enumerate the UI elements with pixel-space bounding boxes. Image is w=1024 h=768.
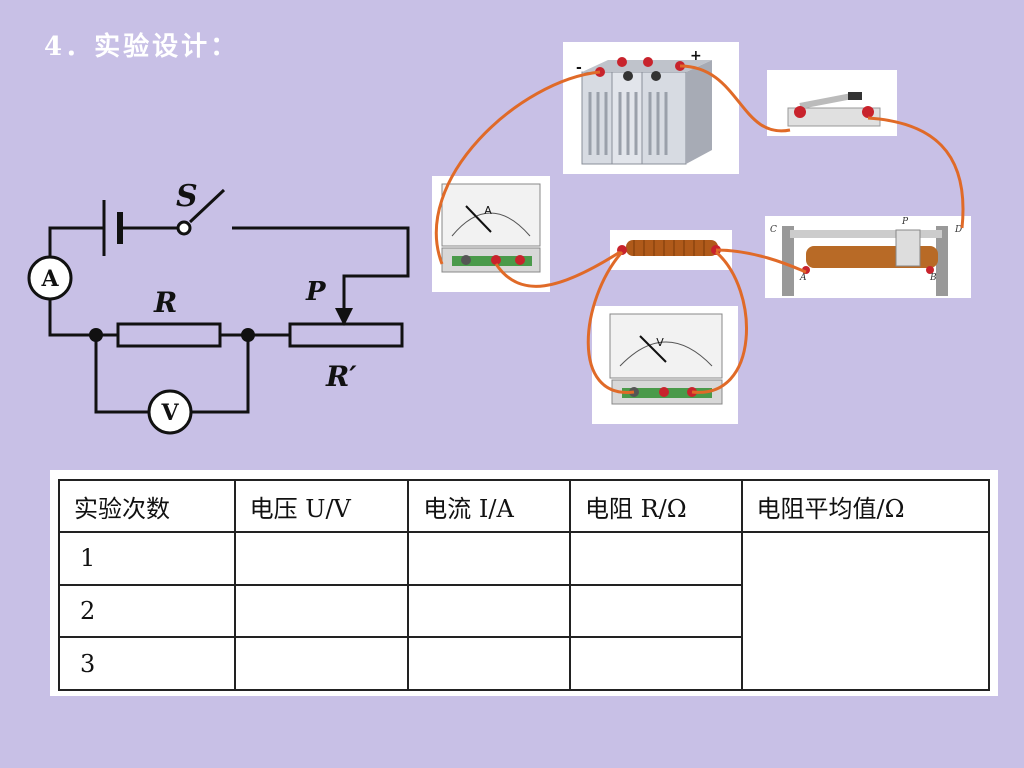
rheostat-terminal-p: P [901,217,909,227]
battery-pack [581,57,712,165]
switch-label: S [176,179,198,214]
table-row: 3 [58,636,989,691]
rheostat-terminal-a: A [799,273,807,283]
data-table-card: 实验次数 电压 U/V 电流 I/A 电阻 R/Ω 电阻平均值/Ω 1 2 3 [50,470,998,696]
average-resistance-cell[interactable] [740,531,991,691]
rheostat-terminal-c: C [770,225,777,235]
table-row: 1 [58,531,991,691]
battery-minus-label: - [576,60,582,76]
header-trial-number: 实验次数 [58,479,236,533]
trial-number-cell: 2 [58,583,236,639]
slider-label: P [305,277,327,307]
voltage-cell[interactable] [233,636,410,691]
voltmeter-symbol-label: V [160,400,179,426]
ammeter-symbol-label: A [40,266,59,292]
current-cell[interactable] [407,636,571,691]
ammeter-device [441,183,541,273]
table-header-row: 实验次数 电压 U/V 电流 I/A 电阻 R/Ω 电阻平均值/Ω [58,479,991,533]
apparatus-wiring: - + A C D A [432,42,971,424]
resistance-cell[interactable] [568,583,743,639]
section-heading: 4．实验设计： [44,32,240,62]
current-cell[interactable] [407,531,571,586]
voltmeter-device [609,313,723,405]
voltmeter-dial-letter: V [656,336,664,349]
trial-number-cell: 1 [58,531,236,586]
rheostat-device [782,226,948,296]
fixed-resistor-device [617,240,721,256]
trial-number-cell: 3 [58,636,236,691]
header-resistance: 电阻 R/Ω [568,479,743,533]
current-cell[interactable] [407,583,571,639]
header-current: 电流 I/A [407,479,571,533]
table-row: 2 [58,583,989,639]
voltage-cell[interactable] [233,583,410,639]
resistor-label: R [153,286,177,319]
resistance-cell[interactable] [568,636,743,691]
header-average-resistance: 电阻平均值/Ω [740,479,991,533]
rheostat-terminal-d: D [954,225,962,235]
data-table: 实验次数 电压 U/V 电流 I/A 电阻 R/Ω 电阻平均值/Ω 1 2 3 [58,479,991,691]
ammeter-dial-letter: A [484,204,492,217]
rheostat-label: R′ [325,360,357,393]
voltage-cell[interactable] [233,531,410,586]
header-voltage: 电压 U/V [233,479,410,533]
rheostat-terminal-b: B [929,273,937,283]
knife-switch [787,92,881,127]
circuit-schematic: A V S R P R′ [27,179,410,435]
battery-plus-label: + [690,48,702,64]
resistance-cell[interactable] [568,531,743,586]
